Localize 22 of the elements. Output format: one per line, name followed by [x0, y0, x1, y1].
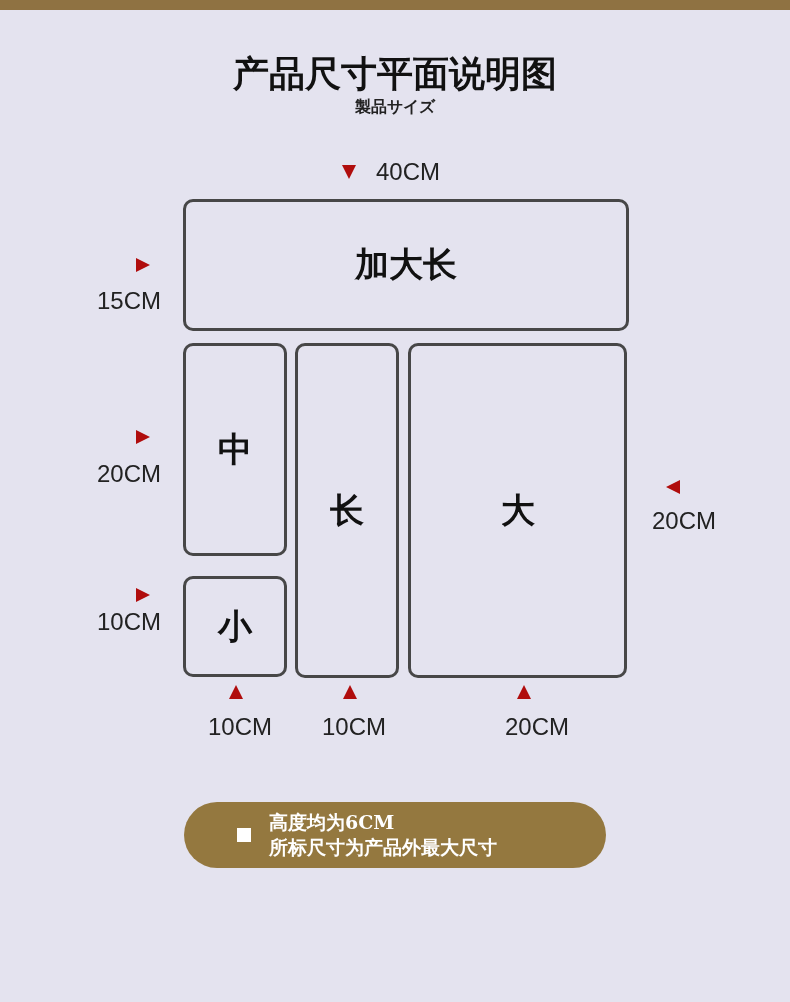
size-name: 中: [218, 427, 252, 471]
subtitle: 製品サイズ: [355, 96, 435, 118]
dimension-label: 10CM: [97, 608, 161, 636]
dimension-label: 20CM: [505, 713, 569, 741]
dimension-label: 10CM: [208, 713, 272, 741]
product-outline: [183, 199, 629, 331]
product-outline: [183, 576, 287, 677]
note-text: 高度均为6CM: [269, 810, 395, 835]
note-text: 所标尺寸为产品外最大尺寸: [269, 835, 497, 860]
product-outline: [295, 343, 399, 678]
dimension-label: 40CM: [376, 158, 440, 186]
size-name: 大: [500, 488, 535, 532]
dimension-label: 20CM: [652, 507, 716, 535]
dimension-label: 15CM: [97, 287, 161, 315]
dimension-label: 20CM: [97, 460, 161, 488]
size-name: 小: [218, 604, 252, 648]
size-name: 长: [330, 488, 364, 532]
dimension-label: 10CM: [322, 713, 386, 741]
product-outline: [183, 343, 287, 556]
title: 产品尺寸平面说明图: [232, 51, 558, 96]
product-outline: [408, 343, 627, 678]
size-name: 加大长: [355, 243, 457, 286]
